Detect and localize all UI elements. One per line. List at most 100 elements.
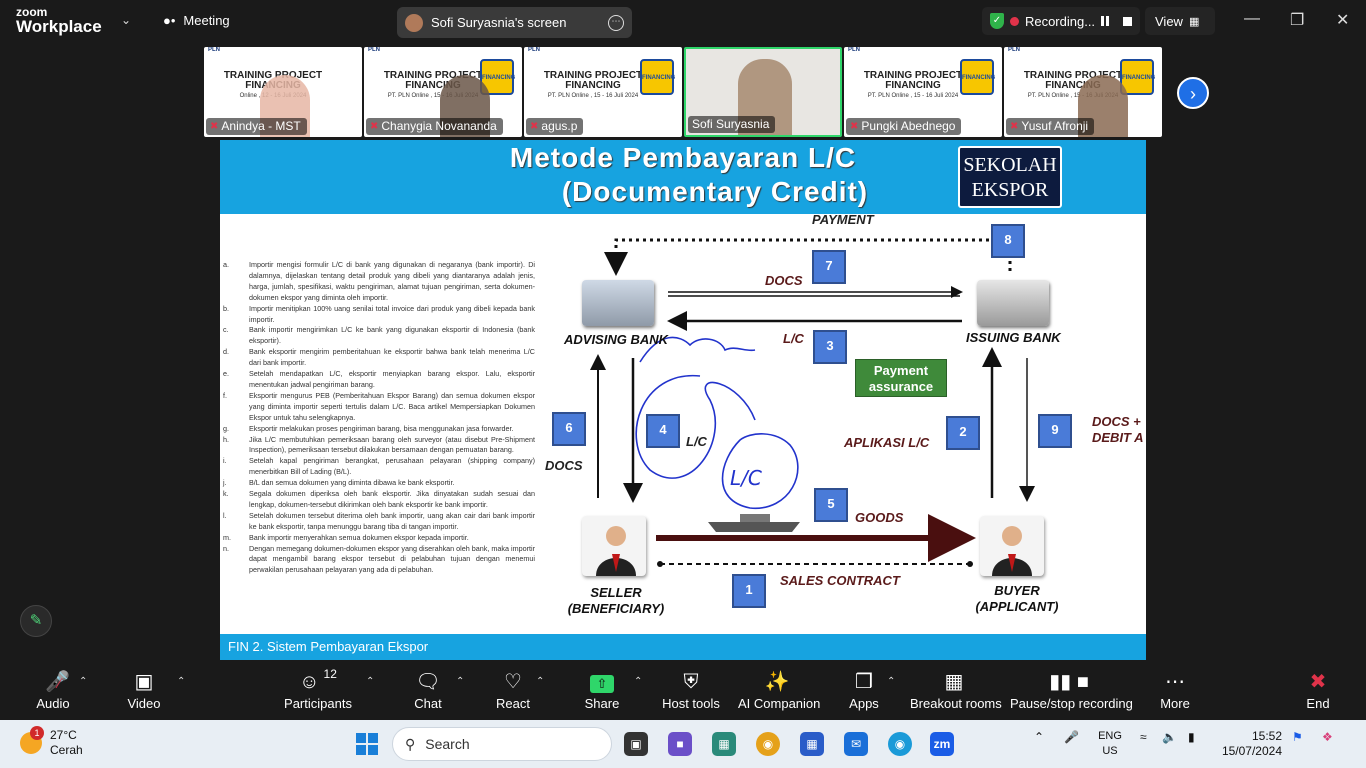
pause-icon[interactable] [1101, 14, 1111, 29]
edge-icon[interactable]: ◉ [888, 732, 912, 756]
seller-image [582, 516, 646, 576]
react-button[interactable]: ♡ React [492, 662, 534, 720]
meeting-toolbar: 🎤∕ Audio ⌃ ▣ Video ⌃ ☺12 Participants ⌃ … [0, 662, 1366, 720]
chat-button[interactable]: 🗨 Chat [408, 662, 448, 720]
tile-banner: PLN [368, 47, 380, 53]
minimize-icon[interactable]: — [1244, 10, 1260, 27]
step-letter: l. [223, 510, 227, 520]
battery-icon[interactable]: ▮ [1188, 730, 1195, 744]
share-button[interactable]: ⇧ Share [582, 662, 622, 720]
chat-options-caret[interactable]: ⌃ [456, 676, 465, 687]
task-view-icon[interactable]: ▣ [624, 732, 648, 756]
step-number-6: 6 [552, 412, 586, 446]
process-step: a.Importir mengisi formulir L/C di bank … [223, 260, 535, 304]
app-icon[interactable]: ▦ [712, 732, 736, 756]
step-text: Dengan memegang dokumen-dokumen ekspor y… [249, 543, 535, 575]
breakout-rooms-button[interactable]: ▦ Breakout rooms [910, 662, 1002, 720]
step-number-1: 1 [732, 574, 766, 608]
notification-bell-icon[interactable]: ⚑ [1292, 730, 1303, 744]
participant-tile-active-speaker[interactable]: Sofi Suryasnia [684, 47, 842, 137]
copilot-icon[interactable]: ❖ [1322, 730, 1333, 744]
ai-companion-label: AI Companion [738, 696, 821, 711]
stop-icon[interactable] [1123, 16, 1133, 26]
step-text: Bank eksportir mengirim pemberitahuan ke… [249, 347, 535, 368]
next-page-button[interactable]: › [1177, 77, 1209, 109]
step-letter: m. [223, 532, 231, 542]
language-indicator[interactable]: ENG US [1096, 729, 1124, 759]
zoom-icon[interactable]: zm [930, 732, 954, 756]
clock-date: 15/07/2024 [1221, 744, 1282, 758]
meeting-info-button[interactable]: ●• Meeting [163, 13, 230, 28]
step-letter: g. [223, 423, 229, 433]
process-step: l.Setelah dokumen tersebut diterima oleh… [223, 511, 535, 533]
breakout-rooms-label: Breakout rooms [910, 696, 1002, 711]
video-label: Video [127, 696, 161, 711]
step-text: Jika L/C membutuhkan pemeriksaan barang … [249, 434, 535, 455]
shield-icon: ⛨ [683, 671, 699, 693]
chevron-down-icon[interactable]: ⌄ [121, 13, 132, 27]
speaker-icon[interactable]: 🔈 [1162, 730, 1177, 744]
participants-label: Participants [284, 696, 352, 711]
mic-icon[interactable]: 🎤 [1064, 730, 1079, 744]
more-button[interactable]: ⋯ More [1156, 662, 1194, 720]
video-options-caret[interactable]: ⌃ [177, 676, 186, 687]
view-button[interactable]: View ▦ [1145, 7, 1215, 35]
taskbar-search[interactable]: ⚲ Search [392, 727, 612, 761]
recording-status[interactable]: ✓ Recording... [982, 7, 1140, 35]
step-letter: e. [223, 369, 229, 379]
windows-taskbar: 1 27°C Cerah ⚲ Search ▣ ■ ▦ ◉ ▦ ✉ ◉ zm ⌃… [0, 720, 1366, 768]
buyer-label: BUYER(APPLICANT) [975, 583, 1059, 614]
store-icon[interactable]: ▦ [800, 732, 824, 756]
mic-muted-icon: 🎤∕ [45, 671, 71, 693]
wifi-icon[interactable]: ≈ [1140, 730, 1147, 744]
chevron-right-icon: › [1190, 84, 1196, 104]
slide-title-line1: Metode Pembayaran L/C [509, 142, 857, 173]
step-letter: c. [223, 325, 229, 335]
react-options-caret[interactable]: ⌃ [536, 676, 545, 687]
close-icon[interactable]: ✕ [1336, 12, 1350, 29]
weather-widget[interactable]: 1 27°C Cerah [20, 726, 83, 758]
ai-companion-button[interactable]: ✨ AI Companion [738, 662, 821, 720]
audio-button[interactable]: 🎤∕ Audio [30, 662, 76, 720]
lc-mid-label: L/C [686, 434, 707, 449]
share-options-caret[interactable]: ⌃ [634, 676, 643, 687]
screen-share-label: Sofi Suryasnia's screen [431, 15, 567, 30]
logo-line2: EKSPOR [971, 179, 1049, 201]
chevron-up-icon[interactable]: ⌃ [1034, 730, 1045, 744]
audio-options-caret[interactable]: ⌃ [79, 676, 88, 687]
participant-tile[interactable]: PLN TRAINING PROJECT FINANCING PT. PLN O… [524, 47, 682, 137]
participant-tile[interactable]: PLN TRAINING PROJECT FINANCING Online , … [204, 47, 362, 137]
apps-button[interactable]: ❒ Apps [846, 662, 882, 720]
weather-badge: 1 [30, 726, 44, 740]
mic-muted-icon: ✖ [210, 121, 219, 132]
advising-bank-label: ADVISING BANK [564, 332, 669, 347]
search-icon: ⚲ [405, 735, 416, 752]
participant-tile[interactable]: PLN TRAINING PROJECT FINANCING PT. PLN O… [1004, 47, 1162, 137]
temperature: 27°C [50, 728, 77, 742]
host-tools-button[interactable]: ⛨ Host tools [660, 662, 722, 720]
windows-start-icon[interactable] [356, 733, 378, 755]
apps-options-caret[interactable]: ⌃ [887, 676, 896, 687]
step-text: Importir menitipkan 100% uang senilai to… [249, 303, 535, 324]
screen-share-pill[interactable]: Sofi Suryasnia's screen ⋯ [397, 7, 632, 38]
participant-name: Sofi Suryasnia [688, 116, 776, 133]
annotate-pen-button[interactable]: ✎ [20, 605, 52, 637]
system-clock[interactable]: 15:52 15/07/2024 [1218, 729, 1282, 759]
participant-name: ✖Yusuf Afronji [1006, 118, 1095, 135]
restore-icon[interactable]: ❐ [1290, 12, 1305, 29]
participants-options-caret[interactable]: ⌃ [366, 676, 375, 687]
end-meeting-button[interactable]: ✖ End [1302, 662, 1334, 720]
teams-icon[interactable]: ■ [668, 732, 692, 756]
pause-stop-recording-button[interactable]: ▮▮ ■ Pause/stop recording [1010, 662, 1133, 720]
more-icon[interactable]: ⋯ [608, 14, 624, 31]
chrome-icon[interactable]: ◉ [756, 732, 780, 756]
participant-tile[interactable]: PLN TRAINING PROJECT FINANCING PT. PLN O… [844, 47, 1002, 137]
chat-icon: 🗨 [415, 671, 441, 693]
mail-icon[interactable]: ✉ [844, 732, 868, 756]
participants-button[interactable]: ☺12 Participants [283, 662, 353, 720]
step-text: Importir mengisi formulir L/C di bank ya… [249, 260, 535, 302]
video-button[interactable]: ▣ Video [121, 662, 167, 720]
tile-title: TRAINING PROJECT FINANCING [383, 70, 483, 91]
participant-tile[interactable]: PLN TRAINING PROJECT FINANCING PT. PLN O… [364, 47, 522, 137]
issuing-bank-label: ISSUING BANK [966, 330, 1061, 345]
